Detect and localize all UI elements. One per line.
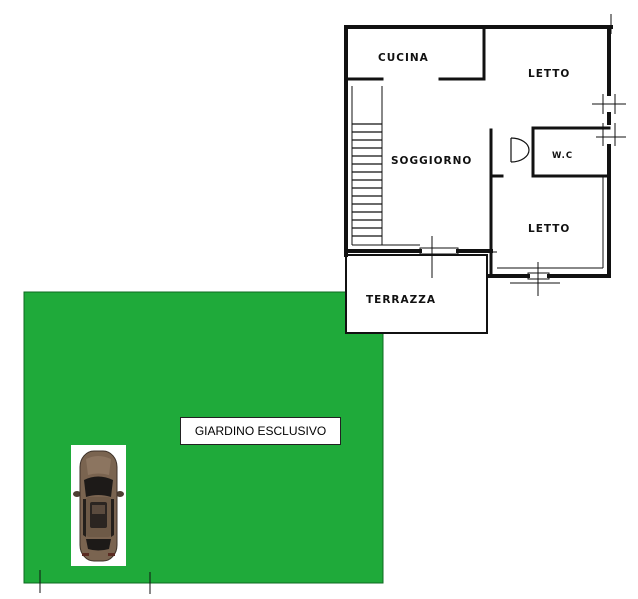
room-label-wc: W.C: [552, 151, 573, 161]
door-swing-icon: [510, 137, 530, 163]
window-marks: [419, 14, 626, 296]
room-label-letto-bottom: LETTO: [528, 223, 570, 235]
room-label-letto-top: LETTO: [528, 68, 570, 80]
room-label-terrazza: TERRAZZA: [366, 294, 436, 306]
apartment-walls: [344, 25, 613, 278]
terrace-area: [345, 254, 488, 334]
garden-label: GIARDINO ESCLUSIVO: [180, 417, 341, 445]
car-card: [71, 445, 126, 566]
car-top-view-icon: [73, 450, 124, 562]
wall-inner-lines: [351, 86, 604, 269]
room-label-soggiorno: SOGGIORNO: [391, 155, 472, 167]
staircase-icon: [352, 123, 382, 237]
room-label-cucina: CUCINA: [378, 52, 429, 64]
